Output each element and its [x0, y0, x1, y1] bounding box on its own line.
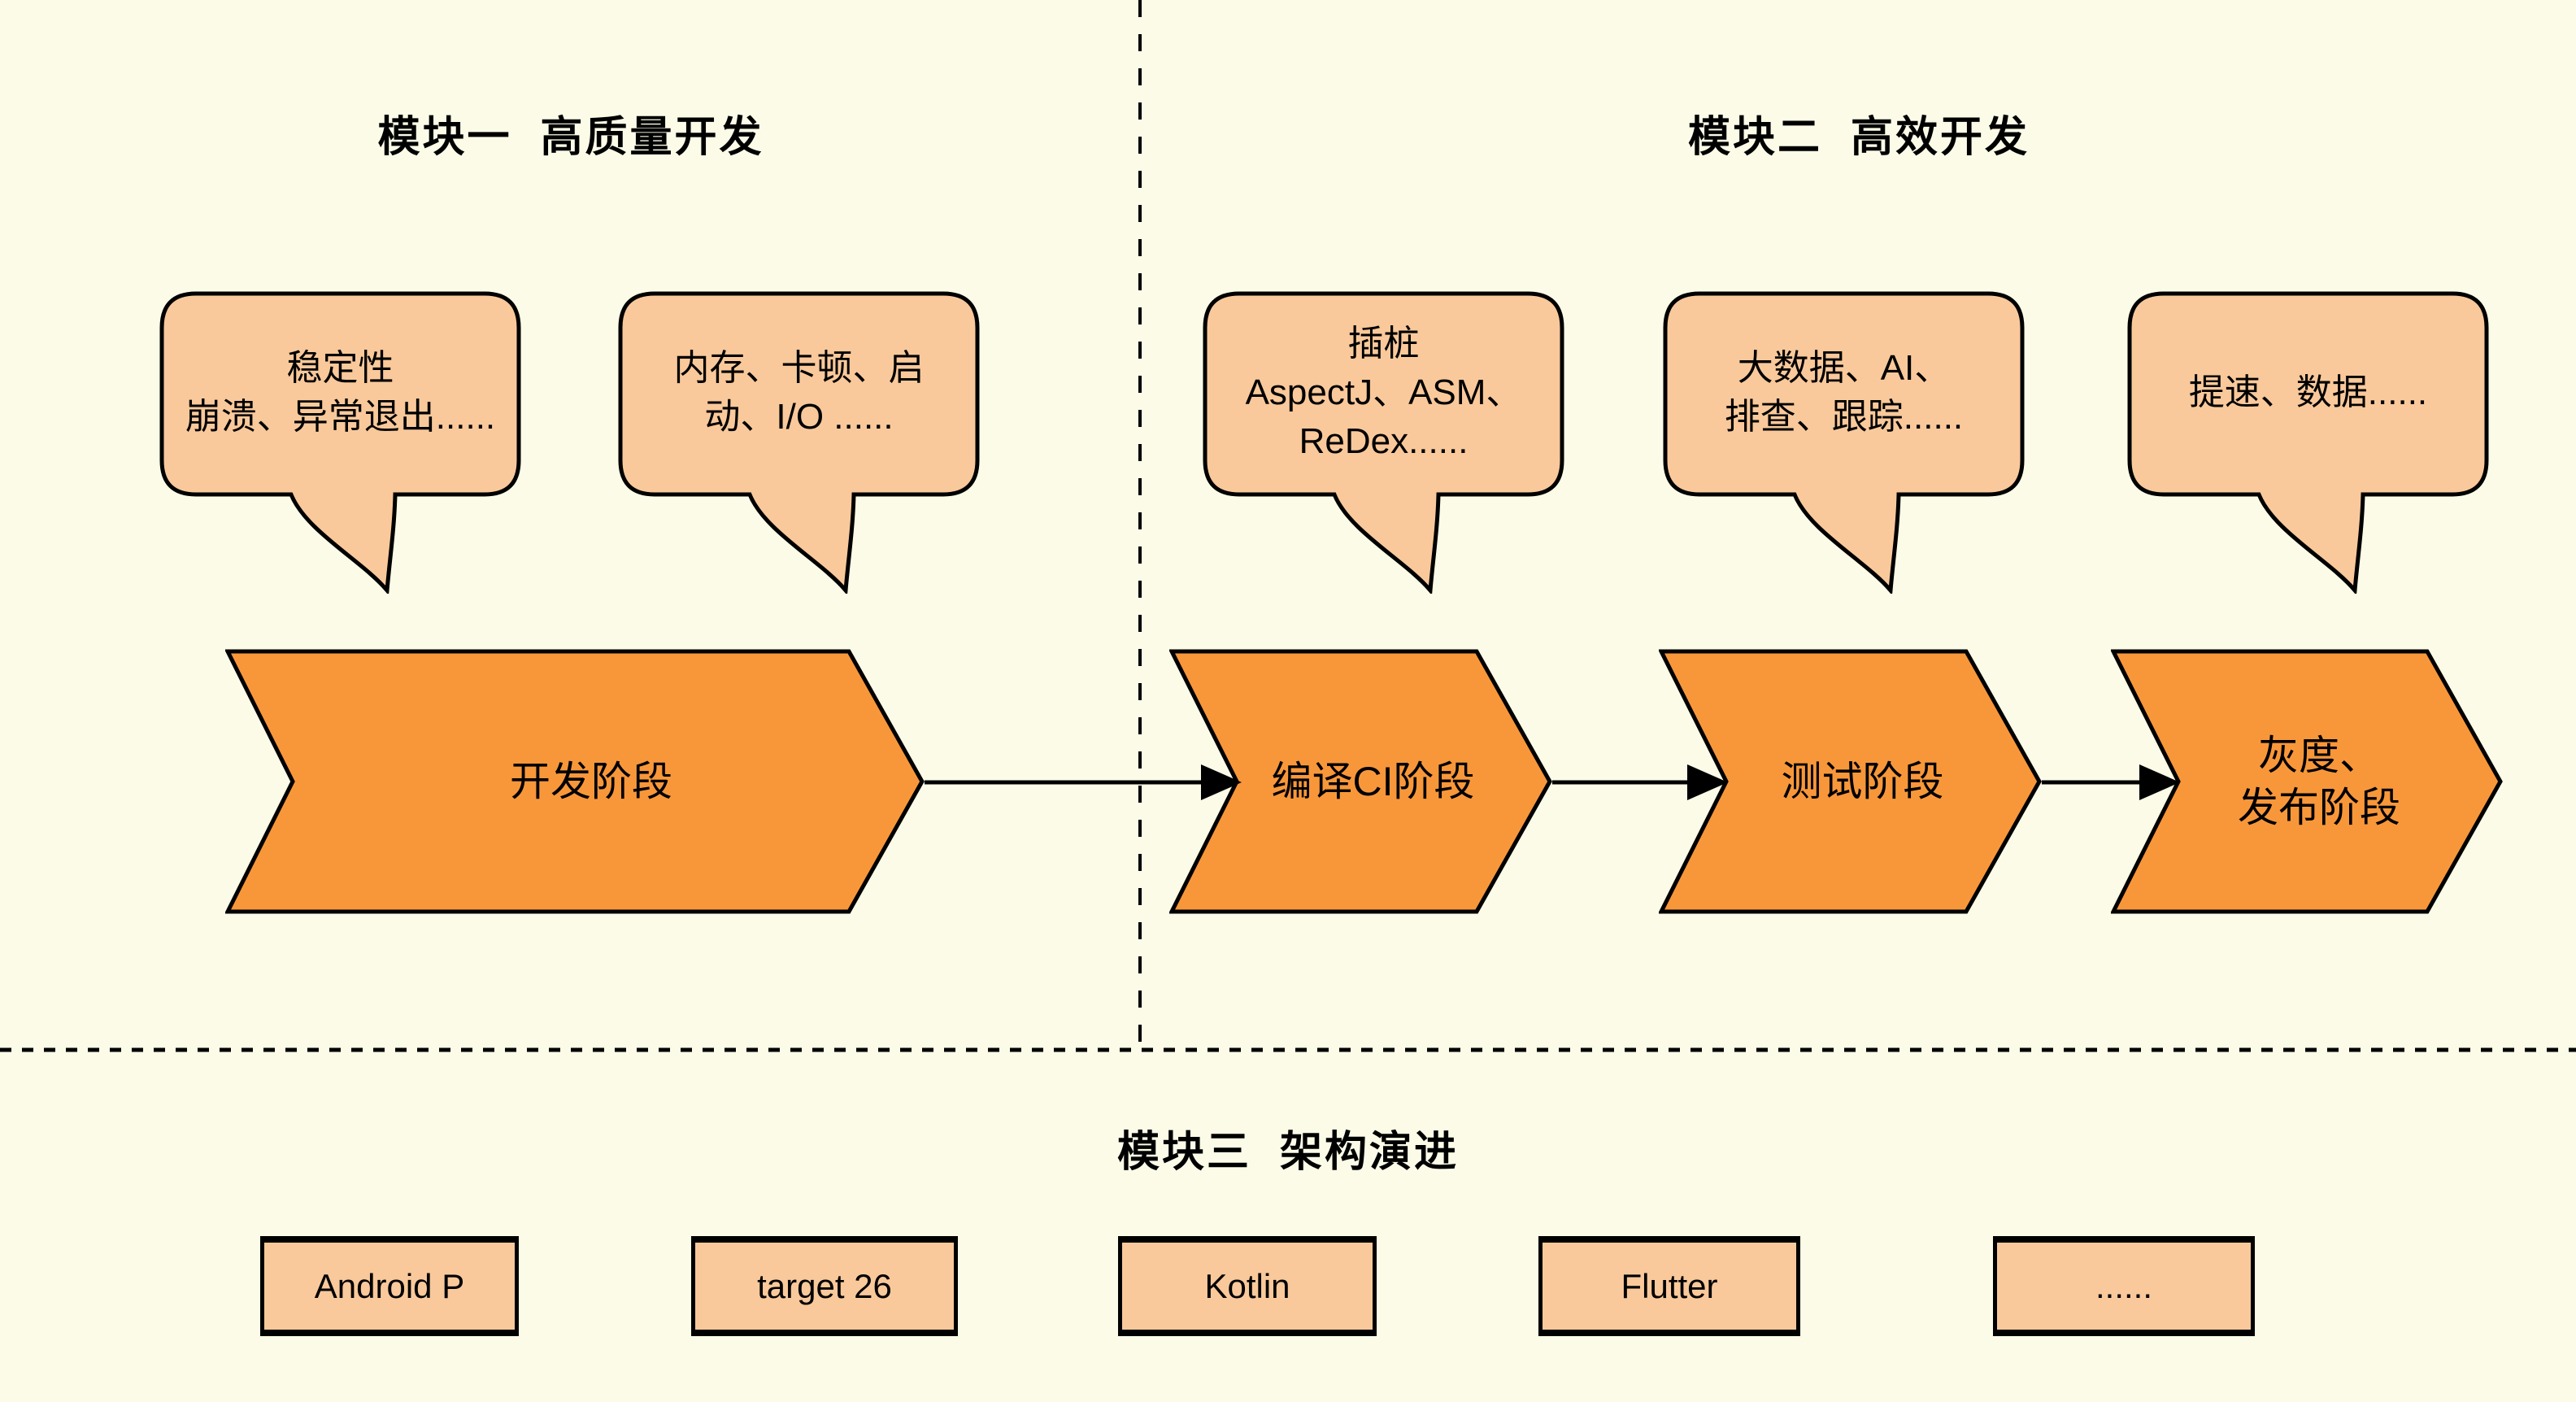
stage-release-label: 灰度、 发布阶段	[2238, 733, 2400, 830]
callout-bigdata-text: 大数据、AI、 排查、跟踪......	[1724, 348, 1964, 437]
flow-arrow-3	[2042, 756, 2180, 808]
tech-box-target-26: target 26	[691, 1236, 958, 1336]
arrow-right-icon	[925, 764, 1242, 800]
chevron-shape-icon	[2111, 649, 2503, 914]
speech-bubble-icon	[1203, 291, 1564, 594]
callout-speedup: 提速、数据......	[2127, 291, 2489, 594]
stage-compile-ci: 编译CI阶段	[1169, 649, 1552, 914]
module2-title: 模块二 高效开发	[1688, 114, 2030, 161]
stage-testing: 测试阶段	[1659, 649, 2042, 914]
speech-bubble-icon	[2127, 291, 2489, 594]
tech-box-flutter: Flutter	[1538, 1236, 1800, 1336]
arrow-right-icon	[1552, 764, 1728, 800]
arrow-right-icon	[2042, 764, 2180, 800]
tech-box-more: ......	[1993, 1236, 2255, 1336]
module1-title: 模块一 高质量开发	[377, 114, 764, 161]
flow-arrow-2	[1552, 756, 1728, 808]
callout-performance-text: 内存、卡顿、启 动、I/O ......	[673, 348, 925, 437]
callout-bigdata: 大数据、AI、 排查、跟踪......	[1663, 291, 2025, 594]
stage-testing-label: 测试阶段	[1781, 759, 1944, 804]
callout-stability: 稳定性 崩溃、异常退出......	[159, 291, 521, 594]
stage-development: 开发阶段	[225, 649, 925, 914]
callout-instrumentation: 插桩 AspectJ、ASM、 ReDex......	[1203, 291, 1564, 594]
stage-compile-ci-label: 编译CI阶段	[1271, 759, 1475, 804]
tech-box-android-p: Android P	[260, 1236, 519, 1336]
callout-performance: 内存、卡顿、启 动、I/O ......	[618, 291, 980, 594]
divider-horizontal	[0, 1043, 2576, 1058]
tech-box-kotlin: Kotlin	[1118, 1236, 1377, 1336]
speech-bubble-icon	[618, 291, 980, 594]
stage-release: 灰度、 发布阶段	[2111, 649, 2503, 914]
flow-arrow-1	[925, 756, 1242, 808]
callout-stability-text: 稳定性 崩溃、异常退出......	[185, 348, 496, 437]
chevron-shape-icon	[225, 649, 925, 914]
speech-bubble-icon	[159, 291, 521, 594]
module3-title: 模块三 架构演进	[1117, 1129, 1459, 1176]
callout-speedup-text: 提速、数据......	[2188, 372, 2428, 413]
divider-vertical	[1137, 0, 1143, 1053]
chevron-shape-icon	[1659, 649, 2042, 914]
callout-instrumentation-text: 插桩 AspectJ、ASM、 ReDex......	[1245, 324, 1522, 461]
speech-bubble-icon	[1663, 291, 2025, 594]
stage-development-label: 开发阶段	[510, 759, 672, 804]
